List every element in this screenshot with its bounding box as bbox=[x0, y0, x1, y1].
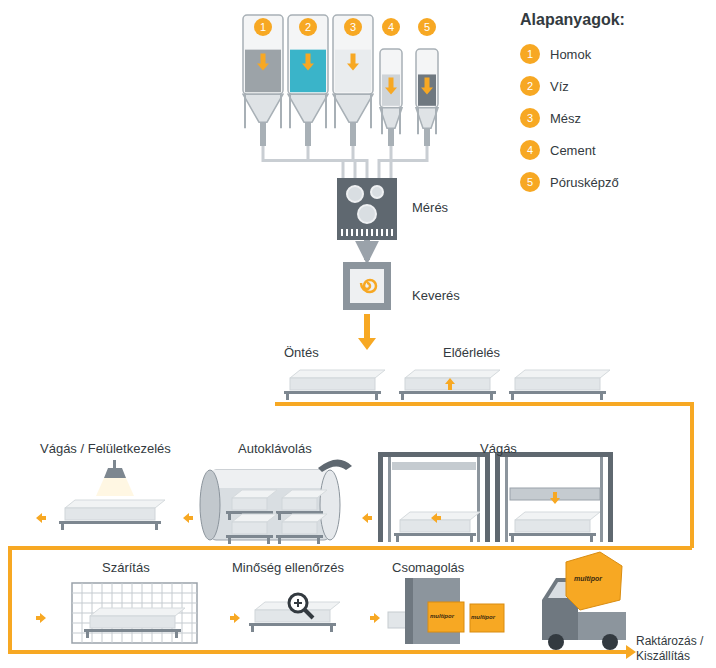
callout-number: 3 bbox=[344, 18, 362, 36]
brand-mark: multipor bbox=[574, 574, 602, 584]
stage-label: Minőség ellenőrzés bbox=[232, 560, 344, 575]
legend-swatch: 2 bbox=[520, 76, 540, 96]
legend-swatch: 1 bbox=[520, 44, 540, 64]
stage-label: Vágás bbox=[480, 441, 517, 456]
feed-pipe bbox=[263, 146, 343, 178]
stage-label: Szárítás bbox=[102, 560, 150, 575]
brand-mark: multipor bbox=[430, 612, 454, 621]
legend-text: Víz bbox=[550, 79, 569, 94]
legend-text: Cement bbox=[550, 143, 596, 158]
mixer-drum bbox=[350, 269, 384, 303]
callout-number: 3 bbox=[520, 108, 540, 128]
silo: 4 bbox=[379, 48, 403, 146]
stage-label: Raktározás / Kiszállítás bbox=[636, 634, 714, 664]
legend-swatch: 3 bbox=[520, 108, 540, 128]
gear-disc bbox=[357, 204, 377, 224]
callout-number: 2 bbox=[520, 76, 540, 96]
silo: 5 bbox=[415, 48, 439, 146]
callout-number: 1 bbox=[520, 44, 540, 64]
callout-number: 4 bbox=[382, 18, 400, 36]
gear-disc bbox=[370, 185, 384, 199]
stage-label: Keverés bbox=[412, 288, 460, 303]
silo: 1 bbox=[242, 14, 284, 146]
stage-label: Öntés bbox=[284, 345, 319, 360]
mixer-box: Keverés bbox=[343, 262, 391, 310]
silo: 3 bbox=[332, 14, 374, 146]
silo: 2 bbox=[287, 14, 329, 146]
callout-number: 4 bbox=[520, 140, 540, 160]
mix-spiral bbox=[350, 269, 384, 303]
silo-shape bbox=[379, 48, 403, 146]
legend-text: Mész bbox=[550, 111, 581, 126]
stage-label: Mérés bbox=[412, 200, 448, 215]
callout-number: 5 bbox=[520, 172, 540, 192]
brand-mark: multipor bbox=[471, 613, 495, 622]
stage-label: Csomagolás bbox=[392, 560, 464, 575]
legend-text: Pórusképző bbox=[550, 175, 619, 190]
feed-pipe bbox=[353, 146, 367, 178]
callout-number: 2 bbox=[299, 18, 317, 36]
legend-swatch: 5 bbox=[520, 172, 540, 192]
feed-pipe bbox=[379, 146, 391, 178]
gear-disc bbox=[346, 185, 364, 203]
callout-number: 5 bbox=[418, 18, 436, 36]
feed-pipe bbox=[308, 146, 355, 178]
stage-label: Vágás / Felületkezelés bbox=[40, 441, 171, 456]
feed-pipe bbox=[391, 146, 427, 178]
flow-arrow bbox=[364, 240, 370, 260]
stage-label: Előérlelés bbox=[443, 345, 500, 360]
legend-title: Alapanyagok: bbox=[520, 10, 625, 29]
callout-number: 1 bbox=[254, 18, 272, 36]
outlet-strip bbox=[341, 229, 393, 236]
legend-text: Homok bbox=[550, 47, 591, 62]
stage-label: Autoklávolás bbox=[238, 441, 312, 456]
weighing-machine: Mérés bbox=[337, 178, 397, 240]
silo-shape bbox=[415, 48, 439, 146]
legend-swatch: 4 bbox=[520, 140, 540, 160]
